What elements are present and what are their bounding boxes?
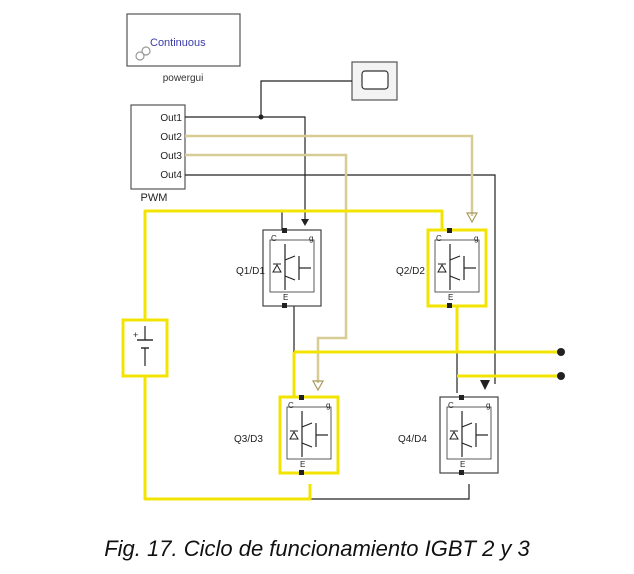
q4-emitter-pin-label: E [460, 460, 465, 469]
out2-to-q2-wire [185, 134, 474, 216]
q3-gate-pin-label: g [326, 401, 330, 410]
q1-label: Q1/D1 [236, 266, 265, 277]
pwm-out2-label: Out2 [160, 132, 182, 143]
dc-plus-label: + [133, 330, 138, 340]
q3-collector-pin-label: C [288, 401, 294, 410]
q3-emitter-pin-label: E [300, 460, 305, 469]
q4-collector-pin-label: C [448, 401, 454, 410]
powergui-block[interactable]: Continuous [126, 13, 241, 67]
pwm-out3-label: Out3 [160, 151, 182, 162]
active-power-path [143, 209, 560, 501]
dc-plus-to-q2-wire [143, 209, 444, 320]
q1-emitter-port [282, 303, 287, 308]
q4-gate-pin-label: g [486, 401, 490, 410]
powergui-name: powergui [163, 73, 204, 84]
junction-dot [258, 114, 264, 120]
out1-to-scope-wire [260, 80, 352, 117]
pwm-out4-label: Out4 [160, 170, 182, 181]
link-icon [135, 46, 151, 61]
q3-gate-arrow [311, 380, 325, 392]
pwm-block[interactable]: Out1 Out2 Out3 Out4 [130, 104, 186, 190]
pwm-out1-label: Out1 [160, 113, 182, 124]
q1-gate-pin-label: g [309, 234, 313, 243]
q1-collector-pin-label: C [271, 234, 277, 243]
q2-emitter-pin-label: E [448, 293, 453, 302]
q4-emitter-port [459, 470, 464, 475]
q2-gate-arrow [465, 212, 479, 224]
out1-to-q1-wire [185, 116, 306, 224]
q3-emitter-port [299, 470, 304, 475]
scope-screen-icon [361, 70, 389, 90]
figure-caption: Fig. 17. Ciclo de funcionamiento IGBT 2 … [104, 536, 530, 561]
q3-emitter-to-dc-minus-wire [143, 376, 312, 501]
q2-label: Q2/D2 [396, 266, 425, 277]
powergui-mode-label: Continuous [150, 37, 206, 49]
scope-block[interactable] [351, 61, 398, 101]
q4-collector-port [459, 395, 464, 400]
q3-collector-port [299, 395, 304, 400]
q4-gate-arrow [480, 380, 490, 390]
q2-emitter-port [447, 303, 452, 308]
q1-emitter-pin-label: E [283, 293, 288, 302]
pwm-signal-wires [185, 80, 496, 384]
output-terminal-a[interactable] [557, 348, 565, 356]
pwm-name: PWM [141, 192, 168, 204]
q4-label: Q4/D4 [398, 434, 427, 445]
output-terminal-b[interactable] [557, 372, 565, 380]
out4-to-q4-wire [185, 174, 496, 384]
dc-voltage-source[interactable]: + [121, 318, 169, 378]
q2-collector-pin-label: C [436, 234, 442, 243]
q3-label: Q3/D3 [234, 434, 263, 445]
q1-collector-port [282, 228, 287, 233]
q2-gate-pin-label: g [474, 234, 478, 243]
q2-collector-port [447, 228, 452, 233]
q1-gate-arrow [301, 219, 309, 226]
q4-emitter-wire [310, 484, 470, 500]
